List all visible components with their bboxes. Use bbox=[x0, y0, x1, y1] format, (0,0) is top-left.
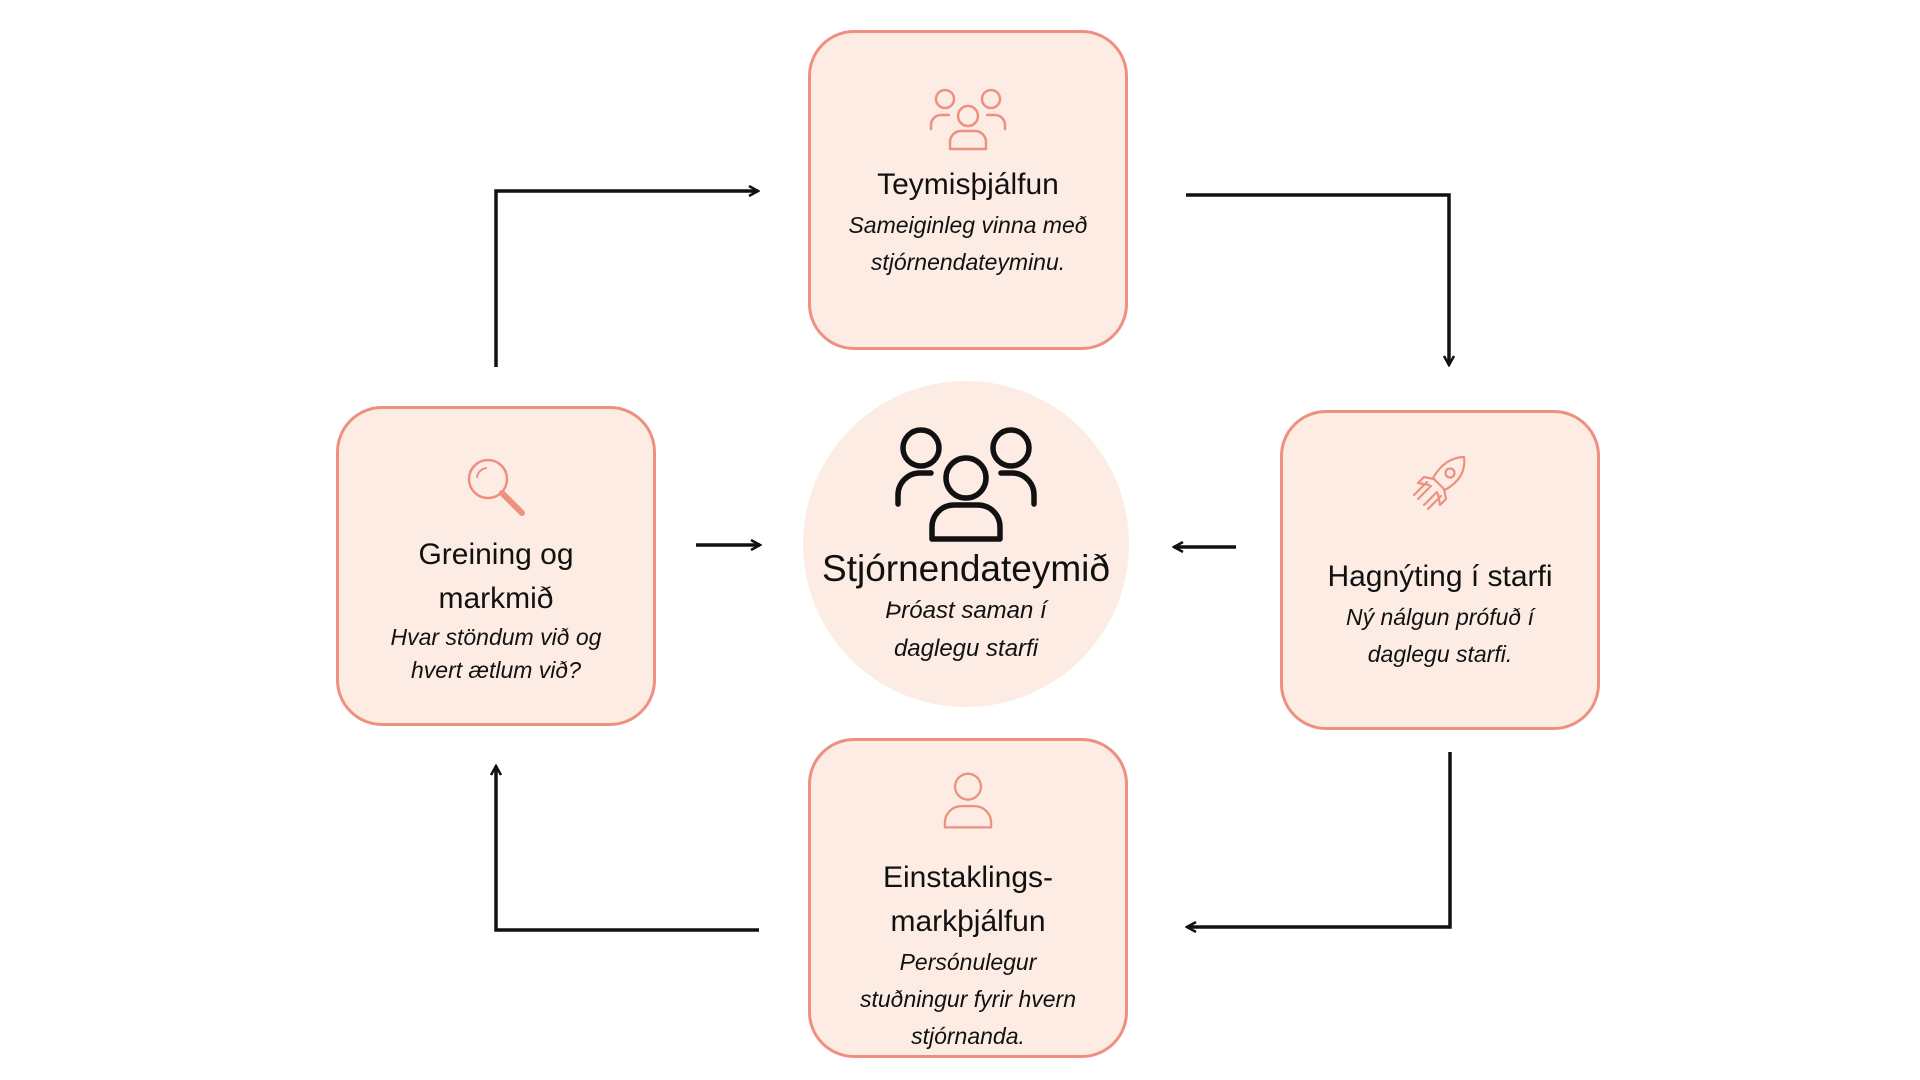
card-description: Persónulegur stuðningur fyrir hvern stjó… bbox=[859, 949, 1077, 1049]
card-teymisthjalfun: Teymisþjálfun Sameiginleg vinna með stjó… bbox=[808, 30, 1128, 350]
team-icon bbox=[895, 427, 1037, 542]
center-circle: Stjórnendateymið Þróast saman í daglegu … bbox=[803, 381, 1129, 707]
card-description: Hvar stöndum við og hvert ætlum við? bbox=[390, 624, 602, 683]
rocket-icon bbox=[1412, 455, 1466, 511]
card-title: Einstaklings- markþjálfun bbox=[882, 861, 1054, 938]
card-description: Sameiginleg vinna með stjórnendateyminu. bbox=[848, 212, 1088, 275]
person-icon bbox=[943, 772, 993, 829]
arrow-right-to-bottom bbox=[1187, 752, 1452, 927]
card-title: Hagnýting í starfi bbox=[1327, 560, 1553, 593]
center-title: Stjórnendateymið bbox=[822, 548, 1110, 589]
card-description: Ný nálgun prófuð í daglegu starfi. bbox=[1346, 604, 1534, 667]
arrow-left-to-top bbox=[494, 191, 758, 367]
team-icon bbox=[929, 88, 1007, 151]
card-title: Greining og markmið bbox=[418, 538, 574, 615]
card-greining-og-markmid: Greining og markmið Hvar stöndum við og … bbox=[336, 406, 656, 726]
card-einstaklings-markthjalfun: Einstaklings- markþjálfun Persónulegur s… bbox=[808, 738, 1128, 1058]
center-description: Þróast saman í daglegu starfi bbox=[885, 597, 1047, 662]
arrow-bottom-to-left bbox=[496, 766, 759, 932]
card-hagnyting: Hagnýting í starfi Ný nálgun prófuð í da… bbox=[1280, 410, 1600, 730]
magnifier-icon bbox=[467, 458, 525, 516]
arrow-top-to-right bbox=[1186, 193, 1449, 365]
card-title: Teymisþjálfun bbox=[877, 168, 1059, 201]
